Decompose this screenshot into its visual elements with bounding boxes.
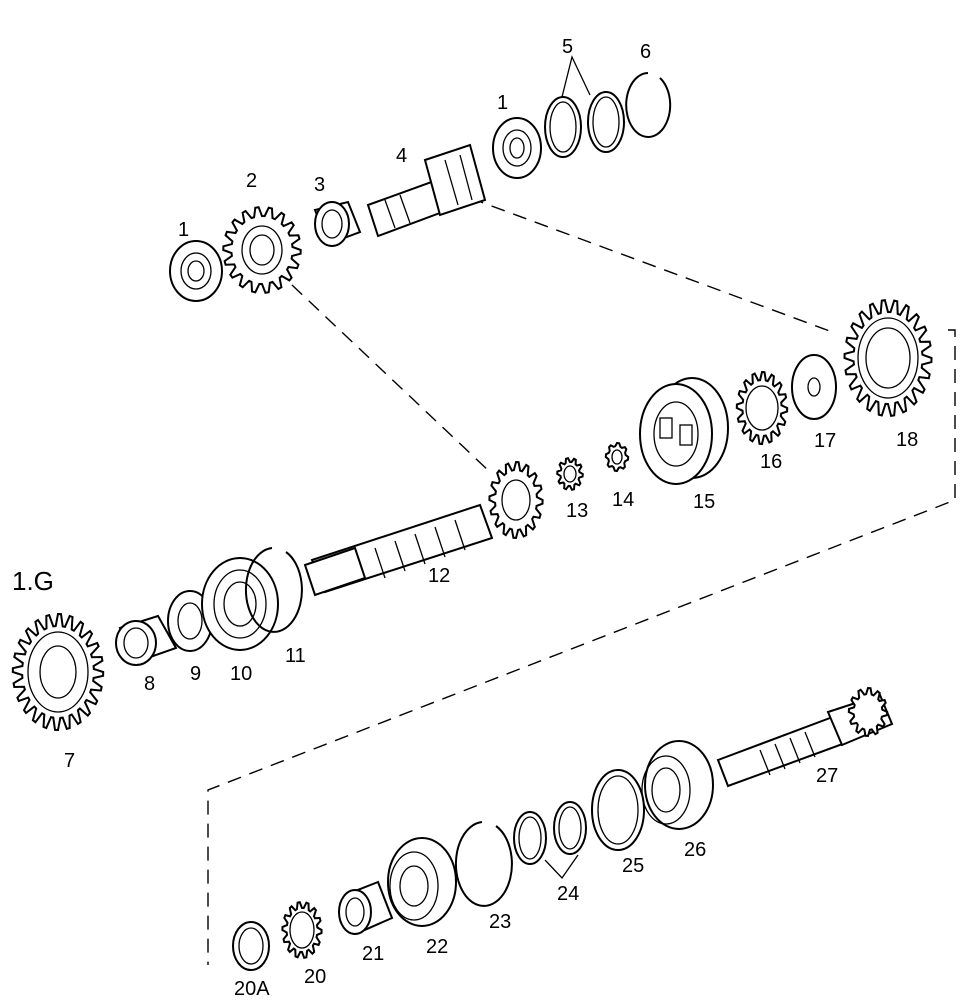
bushing-13 bbox=[556, 457, 584, 491]
callout-12: 12 bbox=[428, 565, 450, 587]
callout-6: 6 bbox=[640, 41, 651, 63]
callout-17: 17 bbox=[814, 430, 836, 452]
callout-22: 22 bbox=[426, 936, 448, 958]
needle-bearing-20 bbox=[281, 901, 323, 959]
bearing-22 bbox=[387, 837, 457, 927]
callout-13: 13 bbox=[566, 500, 588, 522]
callout-1-right: 1 bbox=[497, 92, 508, 114]
synchronizer-15 bbox=[639, 377, 729, 485]
ring-25 bbox=[591, 769, 645, 851]
callout-24: 24 bbox=[557, 883, 579, 905]
callout-26: 26 bbox=[684, 839, 706, 861]
callout-8: 8 bbox=[144, 673, 155, 695]
sleeve-8 bbox=[115, 614, 178, 666]
group-label: 1.G bbox=[12, 566, 54, 596]
bearing-left bbox=[169, 240, 223, 302]
gear-2 bbox=[222, 206, 302, 294]
callout-2: 2 bbox=[246, 170, 257, 192]
assembly-dashed-lines bbox=[207, 197, 956, 965]
sleeve-3 bbox=[313, 200, 362, 247]
callout-4: 4 bbox=[396, 145, 407, 167]
output-shaft-gear bbox=[847, 686, 889, 738]
snap-ring-6 bbox=[625, 72, 672, 138]
callout-10: 10 bbox=[230, 663, 252, 685]
shims-5 bbox=[544, 55, 625, 158]
bearing-right bbox=[492, 117, 542, 179]
bearing-26 bbox=[641, 740, 714, 830]
callout-23: 23 bbox=[489, 911, 511, 933]
gear-7 bbox=[11, 612, 105, 732]
callout-15: 15 bbox=[693, 491, 715, 513]
callout-18: 18 bbox=[896, 429, 918, 451]
callout-21: 21 bbox=[362, 943, 384, 965]
sleeve-21 bbox=[338, 880, 394, 935]
callout-1-left: 1 bbox=[178, 219, 189, 241]
ring-20a bbox=[232, 921, 270, 971]
callout-3: 3 bbox=[314, 174, 325, 196]
gear-18 bbox=[843, 298, 933, 418]
washer-17 bbox=[791, 354, 837, 420]
nut-14 bbox=[604, 441, 630, 473]
callout-14: 14 bbox=[612, 489, 634, 511]
callout-16: 16 bbox=[760, 451, 782, 473]
shims-24 bbox=[513, 801, 587, 880]
main-shaft-gear bbox=[488, 460, 544, 540]
callout-labels: 1.G 1 2 3 4 1 5 6 7 8 9 10 11 12 13 14 1… bbox=[12, 36, 918, 1000]
callout-20a: 20A bbox=[234, 978, 270, 1000]
callout-27: 27 bbox=[816, 765, 838, 787]
callout-7: 7 bbox=[64, 750, 75, 772]
snap-ring-23 bbox=[454, 821, 513, 907]
callout-25: 25 bbox=[622, 855, 644, 877]
gear-16 bbox=[735, 370, 789, 446]
bearing-10 bbox=[201, 557, 279, 651]
snap-ring-11 bbox=[244, 547, 303, 633]
callout-9: 9 bbox=[190, 663, 201, 685]
callout-11: 11 bbox=[285, 645, 306, 667]
input-shaft-4 bbox=[366, 143, 487, 238]
callout-20: 20 bbox=[304, 966, 326, 988]
callout-5: 5 bbox=[562, 36, 573, 58]
main-shaft-12 bbox=[303, 503, 494, 597]
